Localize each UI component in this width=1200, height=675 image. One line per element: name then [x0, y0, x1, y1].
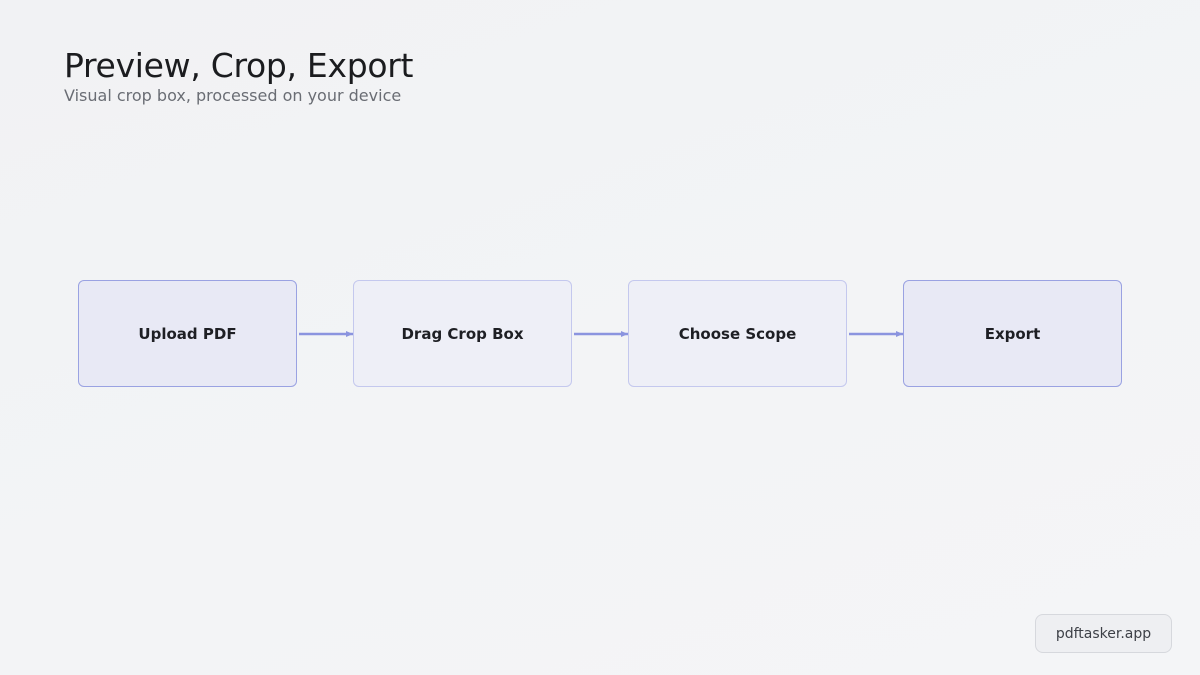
header: Preview, Crop, Export Visual crop box, p… [64, 46, 413, 106]
page-subtitle: Visual crop box, processed on your devic… [64, 86, 402, 105]
step-label: Upload PDF [138, 324, 237, 343]
step-label: Export [984, 324, 1041, 343]
step-label: Drag Crop Box [401, 324, 524, 343]
page-title: Preview, Crop, Export [64, 46, 414, 85]
step-label: Choose Scope [678, 324, 797, 343]
step-upload-pdf: Upload PDF [78, 280, 297, 387]
step-drag-crop-box: Drag Crop Box [353, 280, 572, 387]
step-choose-scope: Choose Scope [628, 280, 847, 387]
site-badge-text: pdftasker.app [1055, 625, 1152, 642]
site-badge: pdftasker.app [1035, 614, 1172, 653]
step-export: Export [903, 280, 1122, 387]
